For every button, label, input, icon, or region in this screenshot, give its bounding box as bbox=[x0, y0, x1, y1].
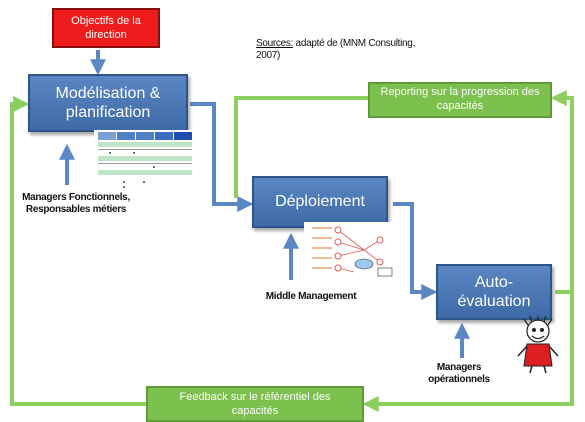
auto-evaluation-box: Auto-évaluation bbox=[436, 264, 552, 320]
cartoon-character-icon bbox=[517, 316, 559, 374]
arrow-auto-to-reporting bbox=[550, 90, 574, 292]
reporting-text: Reporting sur la progression des capacit… bbox=[380, 86, 540, 112]
feedback-box: Feedback sur le référentiel des capacité… bbox=[146, 386, 364, 422]
auto-evaluation-text: Auto-évaluation bbox=[457, 273, 531, 310]
arrow-feedback-to-modelisation bbox=[10, 96, 146, 406]
reporting-box: Reporting sur la progression des capacit… bbox=[368, 82, 552, 118]
deploiement-box: Déploiement bbox=[252, 176, 388, 228]
feedback-text: Feedback sur le référentiel des capacité… bbox=[179, 391, 331, 417]
managers-operationnels-label: Managers opérationnels bbox=[416, 362, 502, 386]
deploiement-text: Déploiement bbox=[275, 193, 365, 211]
modelisation-planification-box: Modélisation & planification bbox=[28, 74, 188, 132]
arrow-reporting-to-top bbox=[234, 96, 368, 198]
arrow-auto-to-feedback bbox=[362, 290, 574, 412]
objectifs-direction-text: Objectifs de la direction bbox=[71, 14, 141, 41]
managers-fonctionnels-text: Managers Fonctionnels, Responsables méti… bbox=[22, 192, 130, 215]
modelisation-planification-text: Modélisation & planification bbox=[55, 84, 161, 121]
sources-text: adapté de (MNM Consulting, 2007) bbox=[256, 38, 416, 61]
arrow-deploiement-to-autoevaluation bbox=[393, 202, 438, 300]
sources-prefix: Sources: bbox=[256, 38, 294, 49]
spreadsheet-thumbnail bbox=[94, 130, 196, 192]
managers-operationnels-text: Managers opérationnels bbox=[428, 362, 490, 385]
sources-label: Sources: adapté de (MNM Consulting, 2007… bbox=[256, 38, 426, 62]
arrow-modelisation-to-deploiement bbox=[190, 102, 254, 212]
middle-management-label: Middle Management bbox=[246, 291, 376, 303]
network-diagram-thumbnail bbox=[304, 222, 396, 280]
objectifs-direction-box: Objectifs de la direction bbox=[52, 8, 160, 48]
middle-management-text: Middle Management bbox=[265, 291, 357, 302]
managers-fonctionnels-label: Managers Fonctionnels, Responsables méti… bbox=[14, 192, 138, 216]
